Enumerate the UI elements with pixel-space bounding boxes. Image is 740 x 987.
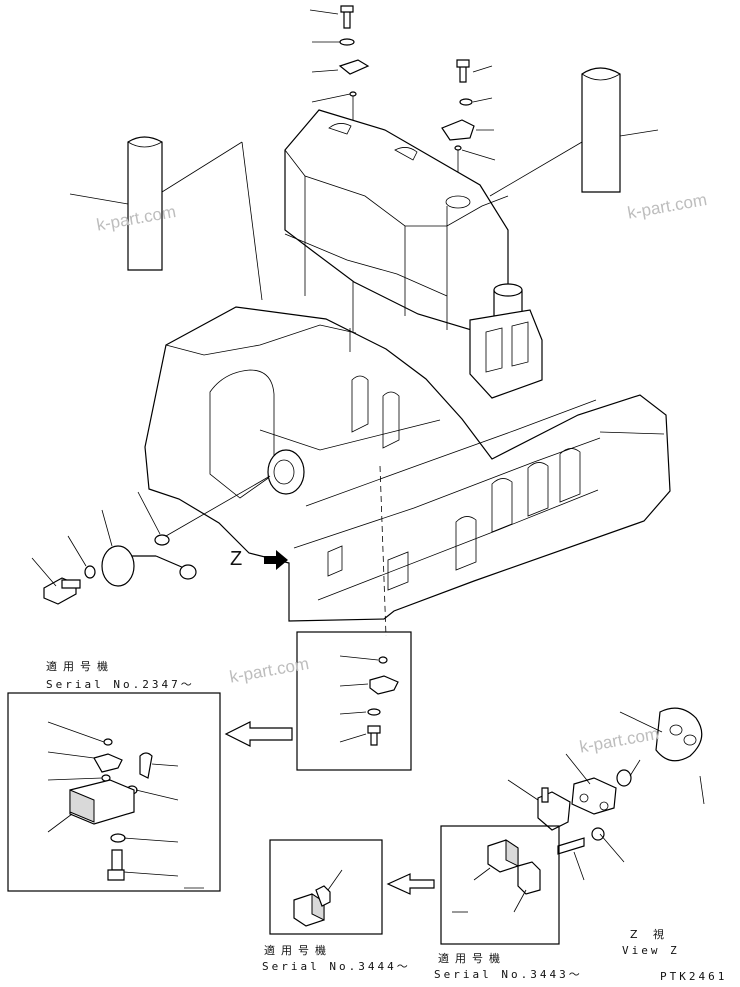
inset-bottom-mid: [386, 825, 560, 945]
view-arrow-label: Z: [230, 548, 243, 570]
left-weight-block: [69, 136, 263, 301]
filler-neck: [469, 283, 543, 399]
inset-center: [224, 631, 412, 771]
inset-bottom-left: [269, 839, 383, 935]
right-weight-block: [489, 67, 659, 197]
inset-bottom-left-jp-label: 適用号機: [264, 944, 332, 957]
sender-unit: [31, 475, 271, 605]
inset-bottom-mid-serial: Serial No.3443～: [434, 968, 583, 981]
inset-top-left-serial: Serial No.2347～: [46, 678, 195, 691]
inset-bottom-left-serial: Serial No.3444～: [262, 960, 411, 973]
view-arrow-z: [264, 550, 288, 570]
main-counterweight: [144, 306, 671, 637]
inset-top-left: [7, 692, 221, 892]
drawing-code: PTK2461: [660, 970, 728, 983]
inset-bottom-mid-jp-label: 適用号機: [438, 952, 506, 965]
upper-tank: [284, 109, 509, 333]
view-z-jp-label: Z 視: [630, 928, 671, 941]
inset-top-left-jp-label: 適用号機: [46, 660, 114, 673]
view-z-parts: [507, 707, 705, 881]
view-z-label: View Z: [622, 944, 680, 957]
right-bolt-stack: [441, 59, 496, 200]
